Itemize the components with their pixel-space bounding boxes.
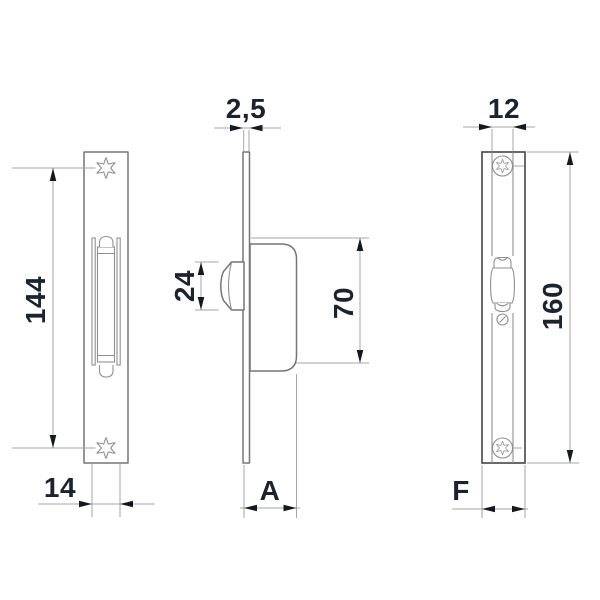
dim-plate-height: 160 [527, 151, 579, 464]
plate-view: 12 160 F [452, 93, 579, 518]
dim-label-160: 160 [537, 282, 568, 330]
dim-label-24: 24 [169, 270, 200, 302]
arrowhead-up [566, 152, 574, 165]
dim-latch-height: 24 [169, 261, 219, 311]
dim-plate-width: F [452, 465, 528, 518]
arrowhead-left [120, 500, 133, 508]
dim-label-12: 12 [488, 93, 520, 124]
screw-head-circle [491, 155, 514, 177]
dim-faceplate-thickness: 2,5 [214, 93, 281, 151]
arrowhead-down [356, 350, 364, 363]
slot-rail-left [91, 237, 96, 366]
arrowhead-up [356, 238, 364, 251]
plate-screw-top-icon [491, 155, 524, 177]
arrowhead-down [566, 450, 574, 463]
roller-bottom-cap [98, 365, 114, 378]
arrowhead-left [482, 505, 495, 513]
dim-label-2-5: 2,5 [226, 93, 266, 124]
roller-barrel [490, 267, 515, 304]
roller-top-tab [493, 256, 512, 268]
arrowhead-left [244, 504, 257, 512]
dim-label-F: F [452, 475, 470, 506]
front-view: 144 14 [12, 151, 155, 517]
side-view: 2,5 24 70 A [169, 93, 369, 518]
slot-rail-right [116, 237, 121, 366]
arrowhead-up [49, 168, 57, 181]
arrowhead-left [513, 123, 526, 131]
dim-case-width: 14 [38, 464, 155, 517]
arrowhead-right [512, 505, 525, 513]
arrowhead-right [283, 504, 297, 512]
latch-bolt [220, 261, 245, 311]
roller-bottom-arc [496, 302, 509, 307]
lock-case-outline [249, 243, 298, 372]
arrowhead-right [79, 500, 92, 508]
plate-screw-bottom-icon [491, 437, 522, 459]
arrowhead-up [197, 262, 205, 275]
dim-case-depth: A [240, 374, 300, 518]
dim-label-70: 70 [328, 287, 359, 319]
roller-body [96, 246, 116, 363]
screw-head-circle [491, 437, 514, 459]
dim-case-height: 70 [328, 238, 364, 363]
dim-screw-spacing: 144 [12, 167, 96, 449]
screw-slot [499, 316, 506, 323]
arrowhead-down [49, 435, 57, 448]
arrowhead-right [479, 123, 492, 131]
dim-label-144: 144 [20, 276, 51, 324]
roller-top-notch [497, 257, 508, 261]
arrowhead-left [249, 124, 263, 132]
roller-assembly [489, 256, 516, 326]
dim-label-A: A [260, 475, 281, 506]
dim-channel-width: 12 [463, 93, 535, 152]
arrowhead-right [230, 124, 243, 132]
latch-nose-line [227, 262, 233, 310]
arrowhead-down [197, 297, 205, 310]
roller-top-cap [98, 235, 114, 247]
dim-label-14: 14 [44, 472, 76, 503]
